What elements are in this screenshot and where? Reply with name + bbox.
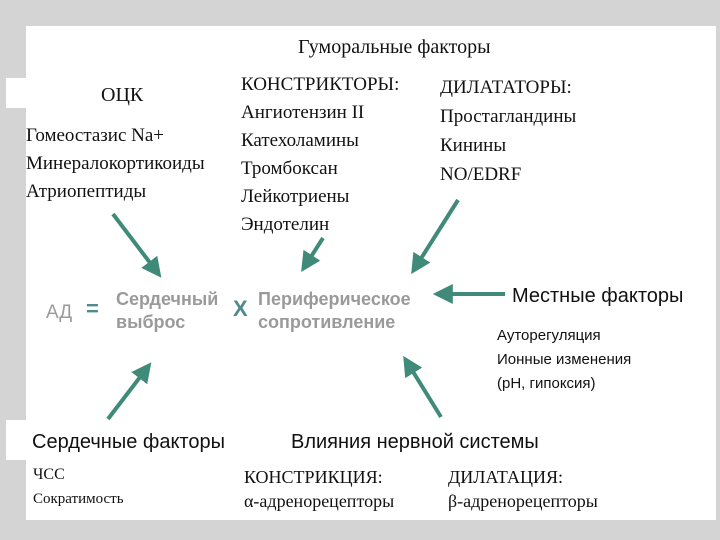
peripheral-resistance-line: Периферическое — [258, 289, 411, 309]
local-factor: (рН, гипоксия) — [497, 375, 596, 392]
volume-factor: Гомеостазис Na+ — [26, 125, 165, 146]
nervous-system-title: Влияния нервной системы — [291, 431, 539, 453]
cardiac-output-label: Сердечный выброс — [116, 288, 218, 334]
constrictor-item: Эндотелин — [241, 214, 330, 235]
arrow-nervous-to-resistance — [403, 355, 443, 419]
panel-notch-left — [6, 78, 46, 108]
constriction-label: КОНСТРИКЦИЯ: — [244, 467, 383, 487]
blood-volume-label: ОЦК — [101, 84, 144, 106]
dilator-item: NO/EDRF — [440, 164, 522, 185]
arrow-volume-to-output — [111, 212, 162, 278]
peripheral-resistance-line: сопротивление — [258, 312, 396, 332]
cardiac-output-line: Сердечный — [116, 289, 219, 309]
dilators-header: ДИЛАТАТОРЫ: — [440, 77, 572, 98]
multiply-sign: Х — [233, 296, 248, 321]
constrictors-header: КОНСТРИКТОРЫ: — [241, 74, 400, 95]
constrictors-list: КОНСТРИКТОРЫ: Ангиотензин II Катехоламин… — [241, 71, 399, 239]
alpha-receptors-label: α-адренорецепторы — [244, 491, 395, 511]
panel-notch-right — [690, 280, 716, 310]
cardiac-factor: ЧСС — [33, 466, 65, 483]
blood-pressure-label: АД — [46, 302, 73, 323]
arrow-cardiac-to-output — [106, 362, 152, 421]
arrow-dilators-to-resistance — [411, 198, 460, 275]
constrictor-item: Лейкотриены — [241, 186, 350, 207]
volume-factor: Минералокортикоиды — [26, 153, 205, 174]
volume-factor: Атриопептиды — [26, 181, 147, 202]
local-factors-list: Ауторегуляция Ионные изменения (рН, гипо… — [497, 324, 631, 396]
local-factor: Ионные изменения — [497, 351, 632, 368]
cardiac-factors-title: Сердечные факторы — [32, 431, 225, 453]
cardiac-factor: Сократимость — [33, 491, 124, 507]
local-factors-title: Местные факторы — [512, 285, 684, 307]
constrictor-item: Катехоламины — [241, 130, 359, 151]
peripheral-resistance-label: Периферическое сопротивление — [258, 288, 411, 334]
diagram-panel — [26, 26, 716, 520]
constrictor-item: Тромбоксан — [241, 158, 338, 179]
constrictor-item: Ангиотензин II — [241, 102, 365, 123]
local-factor: Ауторегуляция — [497, 327, 601, 344]
dilator-item: Простагландины — [440, 106, 577, 127]
arrow-constrictors-to-resistance — [301, 236, 325, 273]
beta-receptors-label: β-адренорецепторы — [448, 491, 598, 511]
cardiac-output-line: выброс — [116, 312, 186, 332]
cardiac-factors-list: ЧСС Сократимость — [33, 463, 124, 511]
humoral-factors-title: Гуморальные факторы — [298, 36, 491, 58]
volume-factors-list: Гомеостазис Na+ Минералокортикоиды Атрио… — [26, 122, 205, 206]
dilator-item: Кинины — [440, 135, 507, 156]
dilators-list: ДИЛАТАТОРЫ: Простагландины Кинины NO/EDR… — [440, 73, 576, 189]
panel-notch-bottom-left — [6, 420, 46, 460]
dilation-label: ДИЛАТАЦИЯ: — [448, 467, 564, 487]
equals-sign: = — [86, 296, 99, 321]
